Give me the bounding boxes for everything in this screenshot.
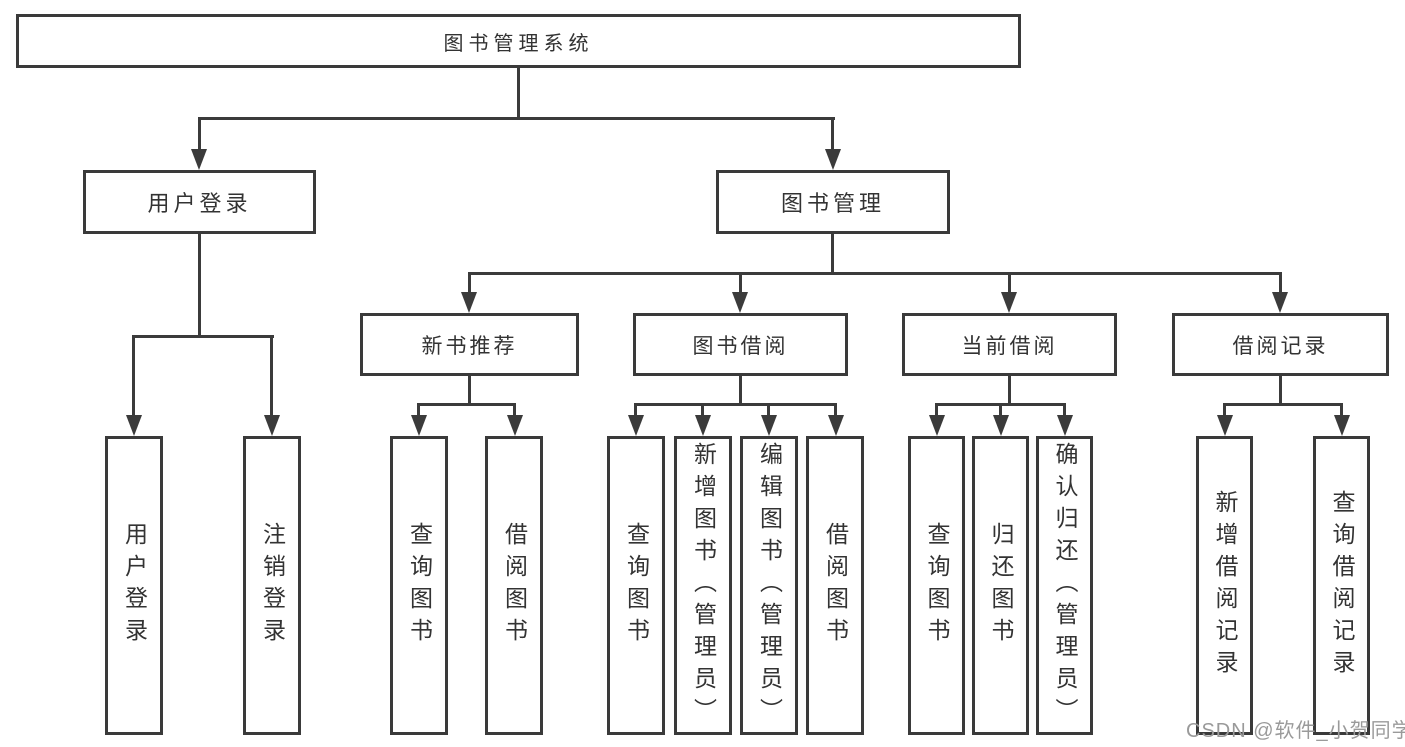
node-label: 用户登录 — [121, 521, 148, 650]
node-label: 编辑图书（管理员） — [756, 441, 783, 730]
connector-root-vline — [517, 68, 520, 119]
node-label: 查询图书 — [924, 521, 950, 650]
node-label: 用户登录 — [147, 191, 252, 216]
connector-bookborrow-hline — [634, 403, 837, 406]
connector-stub — [999, 403, 1002, 417]
node-leaf-edit-book-admin: 编辑图书（管理员） — [740, 436, 798, 735]
node-group-book-borrow: 图书借阅 — [633, 313, 848, 376]
arrow-to-book-mgmt — [825, 149, 841, 170]
node-leaf-query-borrow-record: 查询借阅记录 — [1313, 436, 1370, 735]
csdn-watermark: CSDN @软件_小贺同学 — [1186, 720, 1405, 742]
connector-userlogin-hline — [132, 335, 274, 338]
connector-stub-leaf-login — [132, 335, 135, 417]
connector-stub-current-borrow — [1008, 272, 1011, 294]
node-label: 借阅图书 — [501, 521, 528, 650]
connector-stub-borrow-record — [1279, 272, 1282, 294]
node-label: 新增图书（管理员） — [690, 441, 717, 730]
node-root-library-system: 图书管理系统 — [16, 14, 1021, 68]
node-branch-user-login: 用户登录 — [83, 170, 316, 234]
node-label: 查询图书 — [623, 521, 650, 650]
connector-stub-book-mgmt — [831, 117, 834, 151]
node-label: 新书推荐 — [421, 334, 518, 358]
arrow-to-new-book — [461, 292, 477, 313]
node-leaf-confirm-return-admin: 确认归还（管理员） — [1036, 436, 1093, 735]
node-leaf-borrow-book: 借阅图书 — [806, 436, 864, 735]
node-label: 借阅记录 — [1232, 334, 1329, 358]
connector-bookborrow-vline — [739, 376, 742, 406]
node-label: 查询借阅记录 — [1329, 489, 1355, 682]
node-group-current-borrow: 当前借阅 — [902, 313, 1117, 376]
arrow-to-leaf-login — [126, 415, 142, 436]
arrow-to-leaf — [695, 415, 711, 436]
connector-stub-book-borrow — [739, 272, 742, 294]
node-label: 新增借阅记录 — [1212, 489, 1238, 682]
connector-root-hline — [198, 117, 835, 120]
arrow-to-leaf — [761, 415, 777, 436]
node-label: 注销登录 — [259, 521, 286, 650]
node-label: 图书管理 — [780, 191, 885, 216]
connector-stub — [834, 403, 837, 417]
connector-stub-leaf-logout — [270, 335, 273, 417]
connector-stub — [513, 403, 516, 417]
connector-stub — [1223, 403, 1226, 417]
connector-stub — [701, 403, 704, 417]
connector-borrowrecord-vline — [1279, 376, 1282, 406]
arrow-to-current-borrow — [1001, 292, 1017, 313]
connector-stub — [767, 403, 770, 417]
connector-newbook-hline — [417, 403, 516, 406]
arrow-to-user-login — [191, 149, 207, 170]
node-leaf-query-book-borrowgroup: 查询图书 — [607, 436, 665, 735]
connector-stub — [1340, 403, 1343, 417]
arrow-to-leaf — [1334, 415, 1350, 436]
node-leaf-query-book-current: 查询图书 — [908, 436, 965, 735]
connector-stub-new-book — [468, 272, 471, 294]
node-label: 查询图书 — [406, 521, 433, 650]
connector-currentborrow-vline — [1008, 376, 1011, 406]
arrow-to-borrow-record — [1272, 292, 1288, 313]
arrow-to-leaf — [507, 415, 523, 436]
node-leaf-user-login: 用户登录 — [105, 436, 163, 735]
node-label: 归还图书 — [988, 521, 1014, 650]
connector-stub-user-login — [198, 117, 201, 151]
node-leaf-add-book-admin: 新增图书（管理员） — [674, 436, 732, 735]
node-leaf-return-book: 归还图书 — [972, 436, 1029, 735]
node-label: 确认归还（管理员） — [1052, 441, 1078, 730]
node-leaf-borrow-book-newbook: 借阅图书 — [485, 436, 543, 735]
connector-newbook-vline — [468, 376, 471, 406]
node-label: 图书管理系统 — [443, 32, 594, 55]
node-group-new-book: 新书推荐 — [360, 313, 579, 376]
node-group-borrow-record: 借阅记录 — [1172, 313, 1389, 376]
connector-borrowrecord-hline — [1223, 403, 1343, 406]
arrow-to-leaf — [828, 415, 844, 436]
node-leaf-add-borrow-record: 新增借阅记录 — [1196, 436, 1253, 735]
arrow-to-leaf — [993, 415, 1009, 436]
node-label: 当前借阅 — [961, 334, 1058, 358]
arrow-to-leaf-logout — [264, 415, 280, 436]
node-branch-book-mgmt: 图书管理 — [716, 170, 950, 234]
node-label: 图书借阅 — [692, 334, 789, 358]
arrow-to-leaf — [628, 415, 644, 436]
connector-stub — [417, 403, 420, 417]
arrow-to-leaf — [1057, 415, 1073, 436]
arrow-to-leaf — [929, 415, 945, 436]
connector-userlogin-vline — [198, 234, 201, 338]
node-label: 借阅图书 — [822, 521, 849, 650]
connector-stub — [935, 403, 938, 417]
connector-stub — [1063, 403, 1066, 417]
node-leaf-logout: 注销登录 — [243, 436, 301, 735]
node-leaf-query-book-newbook: 查询图书 — [390, 436, 448, 735]
connector-bookmgmt-vline — [831, 234, 834, 275]
arrow-to-leaf — [411, 415, 427, 436]
arrow-to-leaf — [1217, 415, 1233, 436]
connector-bookmgmt-hline — [468, 272, 1282, 275]
arrow-to-book-borrow — [732, 292, 748, 313]
connector-stub — [634, 403, 637, 417]
